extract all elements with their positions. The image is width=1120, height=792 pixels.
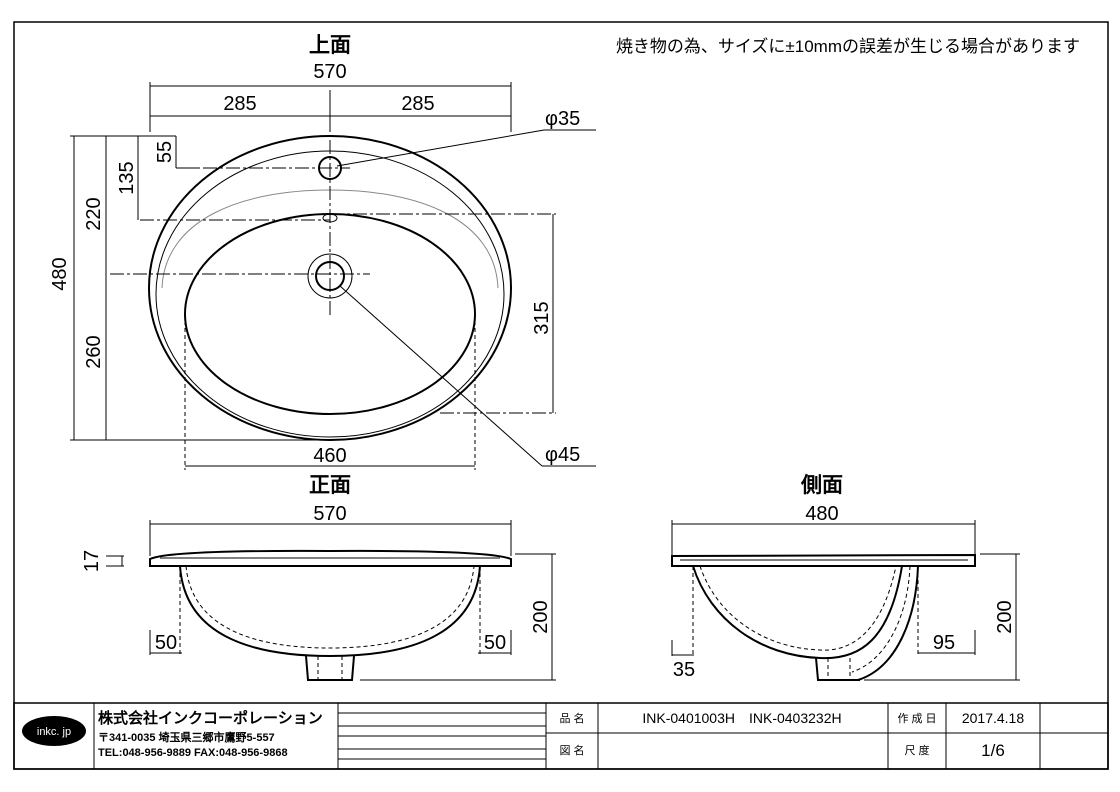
company-logo [22,716,86,746]
top-view: 上面 570 285 285 [49,34,596,470]
top-dim-285-right: 285 [401,93,434,115]
scale-value: 1/6 [981,741,1005,760]
side-overflow-channel [857,565,919,681]
title-block: inkc. jp 株式会社インクコーポレーション 〒341-0035 埼玉県三郷… [13,702,1109,770]
product-label: 品 名 [559,711,584,725]
top-view-title: 上面 [309,34,351,57]
side-dim-480: 480 [805,503,838,525]
top-dim-285-left: 285 [223,93,256,115]
front-drain [305,655,355,681]
top-dim-480: 480 [49,257,71,290]
top-dim-135: 135 [116,161,138,194]
company-name: 株式会社インクコーポレーション [98,709,323,727]
company-contact: TEL:048-956-9889 FAX:048-956-9868 [98,747,288,759]
side-rim [671,553,976,567]
top-dim-460: 460 [313,445,346,467]
side-view: 側面 480 200 35 95 [671,474,1020,681]
side-dim-35: 35 [673,659,695,681]
tolerance-note: 焼き物の為、サイズに±10mmの誤差が生じる場合があります [616,37,1080,56]
top-dim-phi45: φ45 [545,444,580,466]
top-dim-55: 55 [154,141,176,163]
side-bowl [692,565,903,660]
front-dim-200: 200 [530,600,552,633]
scale-label: 尺 度 [904,743,929,757]
side-drain [815,657,860,681]
top-dim-315: 315 [531,301,553,334]
date-label: 作 成 日 [897,712,936,725]
product-value: INK-0401003H INK-0403232H [642,710,841,726]
side-dim-200: 200 [994,600,1016,633]
side-view-title: 側面 [800,474,843,497]
top-dim-570: 570 [313,61,346,83]
company-address: 〒341-0035 埼玉県三郷市鷹野5-557 [98,730,275,744]
drawing-label: 図 名 [559,743,584,757]
top-dim-220: 220 [83,197,105,230]
front-dim-570: 570 [313,503,346,525]
front-dim-50-left: 50 [155,632,177,654]
front-rim [149,549,512,567]
date-value: 2017.4.18 [962,710,1024,726]
front-view: 正面 570 17 200 50 50 [81,474,556,681]
front-bowl [179,565,481,658]
side-dim-95: 95 [933,632,955,654]
front-view-title: 正面 [309,474,351,497]
drawing-frame [13,21,1109,770]
company-logo-text: inkc. jp [37,726,71,738]
top-dim-260: 260 [83,335,105,368]
front-dim-17: 17 [81,550,103,572]
top-dim-phi35: φ35 [545,108,580,130]
front-dim-50-right: 50 [484,632,506,654]
